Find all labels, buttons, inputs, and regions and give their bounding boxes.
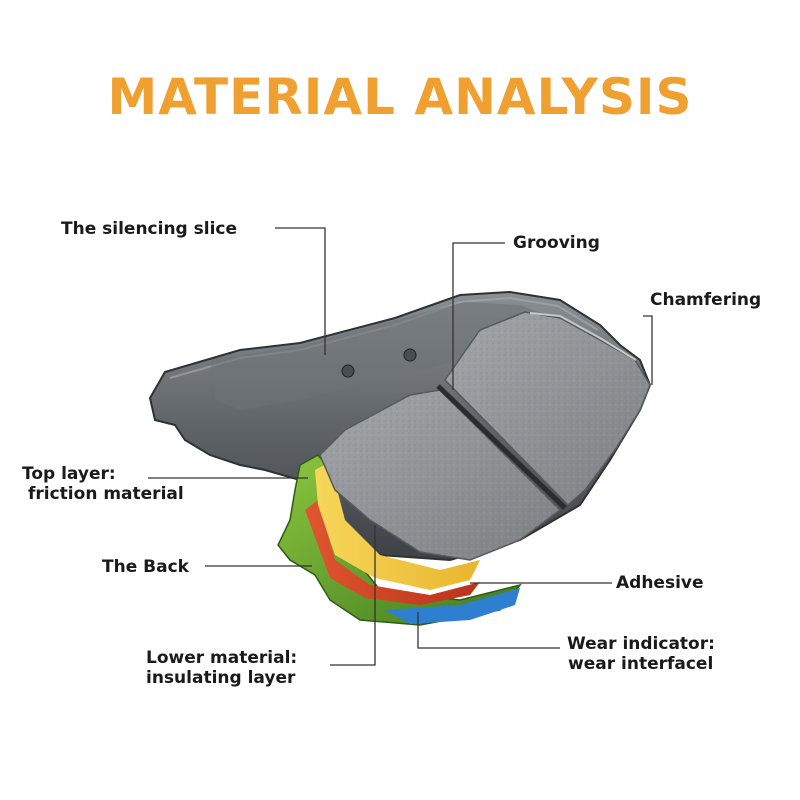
label-top-layer: Top layer: bbox=[22, 464, 116, 484]
label-silencing-slice: The silencing slice bbox=[61, 219, 238, 239]
wear-indicator-layer bbox=[385, 588, 520, 624]
label-wear-interface: wear interfacel bbox=[568, 654, 714, 674]
label-insulating-layer: insulating layer bbox=[146, 668, 296, 688]
label-wear-indicator: Wear indicator: bbox=[567, 634, 715, 654]
leader-lines bbox=[148, 227, 653, 666]
label-chamfering: Chamfering bbox=[650, 290, 762, 310]
label-friction-material: friction material bbox=[28, 484, 184, 504]
label-grooving: Grooving bbox=[513, 233, 600, 253]
insulating-layer bbox=[305, 500, 480, 605]
friction-material bbox=[319, 311, 651, 561]
groove-icon bbox=[436, 384, 567, 510]
rivet-icon bbox=[341, 364, 355, 378]
label-lower-material: Lower material: bbox=[146, 648, 298, 668]
rivet-icon bbox=[403, 348, 417, 362]
page-title: MATERIAL ANALYSIS bbox=[107, 68, 693, 126]
adhesive-layer bbox=[315, 462, 480, 590]
cutaway-layers bbox=[277, 454, 522, 626]
label-the-back: The Back bbox=[102, 557, 189, 577]
label-adhesive: Adhesive bbox=[616, 573, 704, 593]
